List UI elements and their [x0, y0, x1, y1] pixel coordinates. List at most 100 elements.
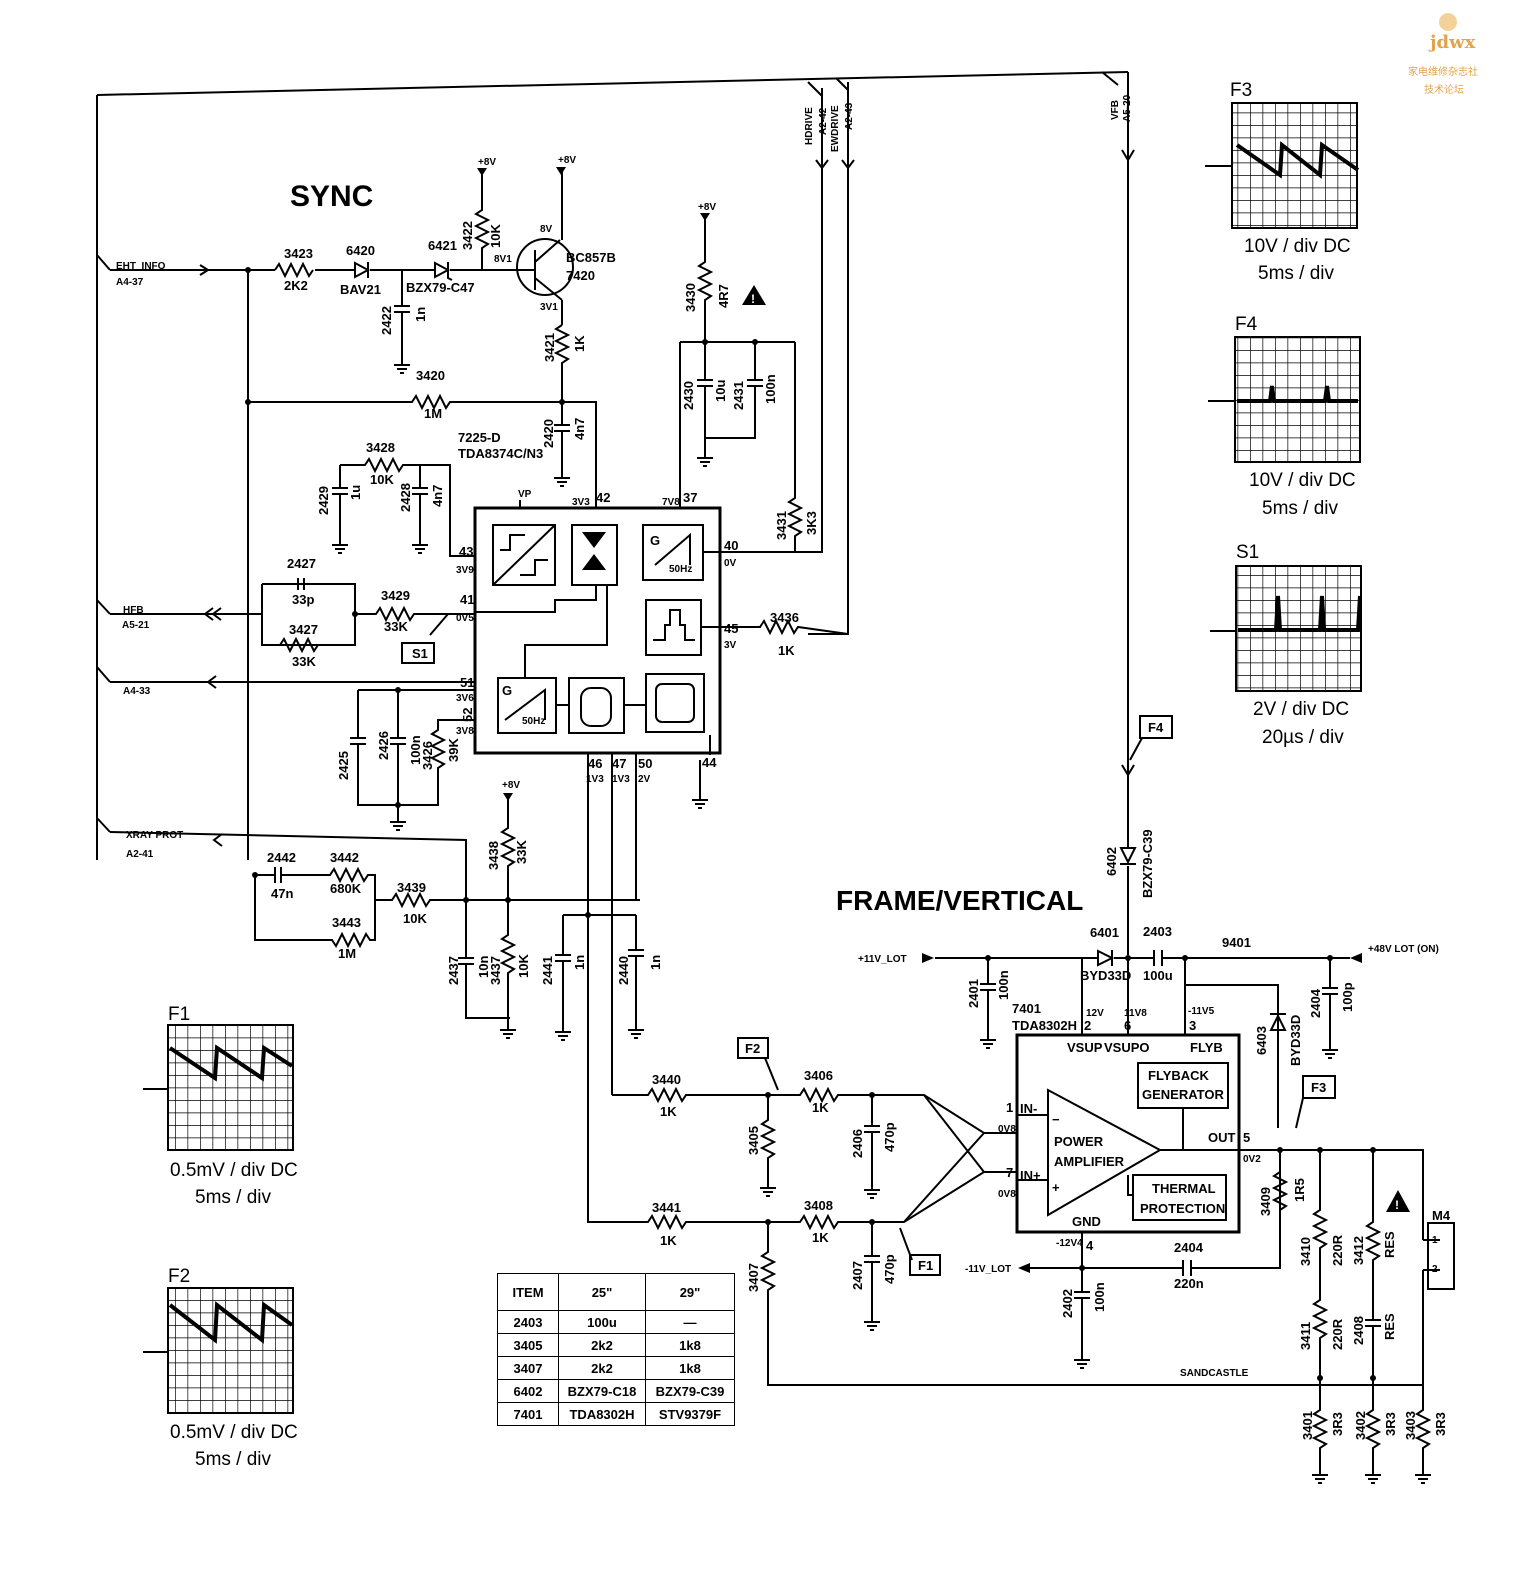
- diode-6403: [1269, 1013, 1287, 1031]
- svg-text:8V: 8V: [540, 224, 553, 235]
- tag-f1: [909, 1254, 941, 1276]
- svg-text:2431: 2431: [731, 381, 746, 410]
- svg-text:3422: 3422: [460, 221, 475, 250]
- svg-text:680K: 680K: [330, 881, 362, 896]
- svg-text:2404: 2404: [1308, 988, 1323, 1018]
- svg-text:4R7: 4R7: [716, 284, 731, 308]
- svg-text:3V9: 3V9: [456, 565, 474, 576]
- svg-text:3436: 3436: [770, 610, 799, 625]
- table-row: 3405 2k2 1k8: [497, 1333, 735, 1357]
- svg-text:1: 1: [1006, 1100, 1013, 1115]
- svg-text:3430: 3430: [683, 283, 698, 312]
- caps-2441-2440: [555, 914, 644, 1041]
- svg-text:1K: 1K: [572, 335, 587, 352]
- table-header-row: ITEM 25" 29": [497, 1273, 735, 1311]
- svg-text:5ms / div: 5ms / div: [195, 1449, 272, 1470]
- table-cell: 3405: [497, 1333, 559, 1357]
- svg-text:2441: 2441: [540, 956, 555, 985]
- svg-text:2K2: 2K2: [284, 278, 308, 293]
- cap-2437-res-3437: [458, 900, 517, 1030]
- svg-text:F4: F4: [1235, 314, 1258, 335]
- table-row: 2403 100u —: [497, 1310, 735, 1334]
- svg-text:3403: 3403: [1403, 1411, 1418, 1440]
- svg-text:3420: 3420: [416, 368, 445, 383]
- svg-text:33K: 33K: [384, 619, 408, 634]
- svg-text:RES: RES: [1382, 1231, 1397, 1258]
- svg-text:A2-43: A2-43: [844, 102, 855, 130]
- table-row: 6402 BZX79-C18 BZX79-C39: [497, 1379, 735, 1403]
- svg-text:3440: 3440: [652, 1072, 681, 1087]
- svg-text:A2-41: A2-41: [126, 849, 154, 860]
- svg-text:42: 42: [596, 490, 610, 505]
- svg-text:3406: 3406: [804, 1068, 833, 1083]
- tag-s1: [401, 642, 435, 664]
- svg-text:9401: 9401: [1222, 935, 1251, 950]
- svg-text:VSUPO: VSUPO: [1104, 1040, 1150, 1055]
- svg-text:3401: 3401: [1300, 1411, 1315, 1440]
- svg-text:6: 6: [1124, 1018, 1131, 1033]
- svg-text:+11V_LOT: +11V_LOT: [858, 954, 907, 965]
- svg-text:10V / div DC: 10V / div DC: [1249, 470, 1356, 491]
- svg-text:3V3: 3V3: [572, 497, 590, 508]
- resistor-3420: [248, 393, 562, 411]
- table-cell: 7401: [497, 1402, 559, 1426]
- svg-text:+8V: +8V: [558, 155, 576, 166]
- variant-table: ITEM 25" 29" 2403 100u — 3405 2k2 1k8 34…: [497, 1273, 735, 1426]
- connector-m4: [1427, 1222, 1455, 1290]
- svg-text:3410: 3410: [1298, 1237, 1313, 1266]
- scope-f3: F3 10V / div DC 5ms / div: [1205, 80, 1360, 284]
- scope-f4: F4 10V / div DC 5ms / div: [1208, 314, 1361, 519]
- svg-text:OUT: OUT: [1208, 1130, 1236, 1145]
- svg-text:3431: 3431: [774, 511, 789, 540]
- cap-2407: [864, 1222, 880, 1331]
- svg-text:2403: 2403: [1143, 924, 1172, 939]
- svg-text:0V5: 0V5: [456, 613, 474, 624]
- svg-text:10K: 10K: [516, 954, 531, 978]
- res-3401-3402-3403: 3401 3R3 3402 3R3 3403 3R3: [1300, 1375, 1448, 1484]
- svg-text:100n: 100n: [408, 735, 423, 765]
- svg-text:470p: 470p: [882, 1254, 897, 1284]
- svg-text:1u: 1u: [348, 485, 363, 500]
- svg-text:3402: 3402: [1353, 1411, 1368, 1440]
- svg-text:3421: 3421: [542, 333, 557, 362]
- svg-text:3V6: 3V6: [456, 693, 474, 704]
- svg-text:220R: 220R: [1330, 1318, 1345, 1350]
- svg-text:S1: S1: [1236, 542, 1259, 563]
- svg-text:39K: 39K: [446, 738, 461, 762]
- ic-frame-pins: 2 12V 6 11V8 3 -11V5 1 0V8 7 0V8 5 0V2 4…: [998, 1006, 1261, 1253]
- svg-text:3V1: 3V1: [540, 302, 558, 313]
- svg-text:2437: 2437: [446, 956, 461, 985]
- svg-text:3438: 3438: [486, 841, 501, 870]
- svg-text:220n: 220n: [1174, 1276, 1204, 1291]
- svg-text:XRAY PROT: XRAY PROT: [126, 830, 183, 841]
- svg-text:HDRIVE: HDRIVE: [804, 107, 815, 145]
- svg-text:2407: 2407: [850, 1261, 865, 1290]
- svg-text:BZX79-C47: BZX79-C47: [406, 280, 475, 295]
- svg-text:THERMAL: THERMAL: [1152, 1181, 1216, 1196]
- svg-text:EWDRIVE: EWDRIVE: [830, 105, 841, 152]
- svg-text:M4: M4: [1432, 1208, 1451, 1223]
- svg-text:2420: 2420: [541, 419, 556, 448]
- svg-text:3443: 3443: [332, 915, 361, 930]
- svg-text:jdwx: jdwx: [1428, 32, 1476, 53]
- svg-text:1n: 1n: [413, 307, 428, 322]
- svg-text:1M: 1M: [424, 406, 442, 421]
- svg-text:4n7: 4n7: [430, 485, 445, 507]
- svg-text:0V8: 0V8: [998, 1189, 1016, 1200]
- diode-6401: [1097, 949, 1115, 967]
- svg-text:3405: 3405: [746, 1126, 761, 1155]
- res-3440-3406: [612, 1086, 1017, 1134]
- svg-text:6402: 6402: [1104, 847, 1119, 876]
- svg-text:F2: F2: [745, 1041, 760, 1056]
- svg-text:2442: 2442: [267, 850, 296, 865]
- svg-text:2428: 2428: [398, 483, 413, 512]
- resistor-3422: [473, 170, 491, 270]
- svg-text:100n: 100n: [1092, 1282, 1107, 1312]
- svg-text:A2-42: A2-42: [818, 107, 829, 135]
- hfb-line: [110, 583, 475, 646]
- svg-text:3439: 3439: [397, 880, 426, 895]
- svg-text:VP: VP: [518, 489, 532, 500]
- svg-text:G: G: [650, 533, 660, 548]
- svg-text:2: 2: [1084, 1018, 1091, 1033]
